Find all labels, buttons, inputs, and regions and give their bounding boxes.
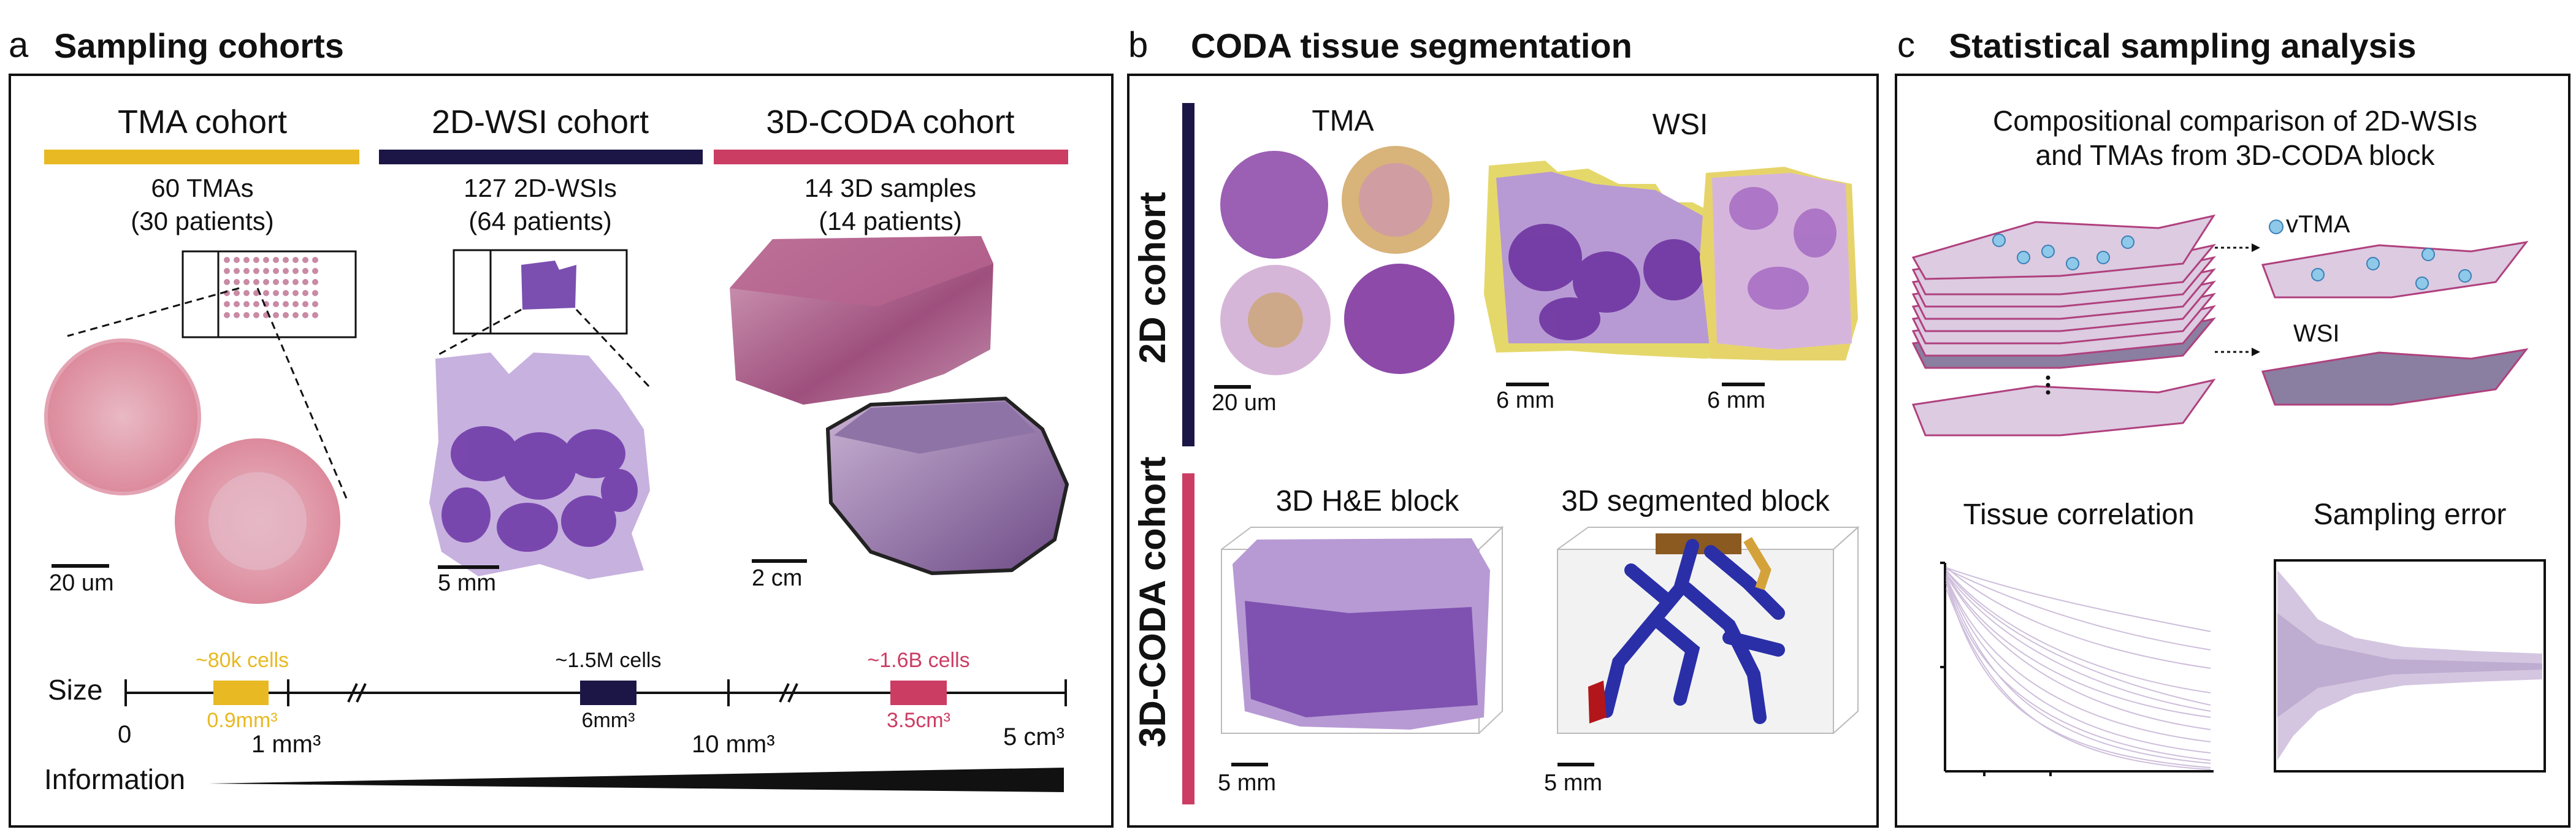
panel-b-illustrations xyxy=(1220,146,1860,734)
c-slice-stack xyxy=(1911,214,2216,369)
coda-cohort-title: 3D-CODA cohort xyxy=(766,104,1015,140)
b-tma-core-1 xyxy=(1220,151,1328,259)
size-axis-label: Size xyxy=(48,674,103,706)
wsi-scale-bar xyxy=(438,565,499,569)
b-seg-block xyxy=(1557,525,1860,734)
b-he-scale-bar xyxy=(1231,763,1268,766)
panel-c-letter: c xyxy=(1897,25,1915,65)
b-tma-core-4 xyxy=(1344,264,1454,374)
b-wsi2-scale-label: 6 mm xyxy=(1707,387,1765,413)
tma-size-marker xyxy=(213,681,269,705)
c-heading-line-1: Compositional comparison of 2D-WSIs xyxy=(1993,105,2477,137)
wsi-volume-label: 6mm³ xyxy=(581,709,635,732)
coda-cells-label: ~1.6B cells xyxy=(867,649,970,672)
b-seg-label: 3D segmented block xyxy=(1561,485,1830,517)
tma-core-1 xyxy=(46,340,199,494)
c-bottom-slice xyxy=(1911,378,2216,437)
wsi-cohort-patients: (64 patients) xyxy=(468,207,612,235)
wsi-cohort-count: 127 2D-WSIs xyxy=(464,174,617,202)
size-tick-1mm: 1 mm³ xyxy=(251,731,321,758)
b-tma-label: TMA xyxy=(1312,105,1374,137)
tma-cohort-count: 60 TMAs xyxy=(151,174,254,202)
c-vtma-legend-dot xyxy=(2269,219,2284,234)
tma-cohort-patients: (30 patients) xyxy=(131,207,274,235)
b-he-block xyxy=(1221,525,1504,734)
tma-cells-label: ~80k cells xyxy=(195,649,289,672)
b-he-label: 3D H&E block xyxy=(1275,485,1459,517)
panel-c-frame xyxy=(1895,74,2570,828)
coda-cohort-count: 14 3D samples xyxy=(804,174,977,202)
panel-b-title: CODA tissue segmentation xyxy=(1191,26,1632,65)
size-axis xyxy=(124,679,1067,792)
c-correlation-plot xyxy=(1940,562,2214,776)
c-vtma-label: vTMA xyxy=(2286,211,2350,238)
wsi-cohort-bar xyxy=(379,150,703,164)
c-error-plot xyxy=(2274,559,2546,773)
panel-a-letter: a xyxy=(9,25,29,65)
c-heading-line-2: and TMAs from 3D-CODA block xyxy=(2035,139,2435,171)
b-wsi-label: WSI xyxy=(1652,109,1708,141)
tma-cohort-bar xyxy=(44,150,359,164)
coda-cohort-bar xyxy=(714,150,1068,164)
b-wsi2-scale-bar xyxy=(1722,383,1765,386)
c-vtma-slice xyxy=(2261,240,2529,299)
b-tma-scale-bar xyxy=(1214,385,1251,389)
information-wedge xyxy=(208,768,1064,792)
coda-size-marker xyxy=(890,681,947,705)
size-tick-0: 0 xyxy=(118,721,132,748)
wsi-cells-label: ~1.5M cells xyxy=(555,649,662,672)
tma-cohort-title: TMA cohort xyxy=(117,104,288,140)
c-wsi-label: WSI xyxy=(2293,320,2340,347)
size-tick-10mm: 10 mm³ xyxy=(692,731,775,758)
wsi-cohort-title: 2D-WSI cohort xyxy=(431,104,649,140)
coda-cohort-patients: (14 patients) xyxy=(819,207,962,235)
coda-volume-label: 3.5cm³ xyxy=(887,709,950,732)
size-tick-5cm: 5 cm³ xyxy=(1003,723,1064,750)
c-wsi-slice xyxy=(2261,348,2529,406)
b-wsi1-scale-label: 6 mm xyxy=(1496,387,1554,413)
cohort-2d-bar xyxy=(1182,103,1194,446)
tma-volume-label: 0.9mm³ xyxy=(207,709,278,732)
coda-scale-label: 2 cm xyxy=(752,565,803,591)
cohort-3d-bar xyxy=(1182,473,1194,804)
b-he-scale-label: 5 mm xyxy=(1218,770,1276,796)
coda-scale-bar xyxy=(752,559,807,563)
panel-a-illustrations xyxy=(44,236,1069,604)
wsi-scale-label: 5 mm xyxy=(438,570,496,596)
c-correlation-label: Tissue correlation xyxy=(1963,498,2195,531)
panel-b-frame xyxy=(1127,74,1879,828)
tma-scale-label: 20 um xyxy=(49,570,114,596)
wsi-size-marker xyxy=(580,681,636,705)
panel-a-title: Sampling cohorts xyxy=(54,26,344,65)
b-wsi1-scale-bar xyxy=(1506,383,1549,386)
panel-b-letter: b xyxy=(1128,25,1148,65)
b-seg-scale-label: 5 mm xyxy=(1544,770,1602,796)
b-seg-scale-bar xyxy=(1557,763,1594,766)
panel-c-title: Statistical sampling analysis xyxy=(1949,26,2417,65)
b-tma-scale-label: 20 um xyxy=(1212,390,1277,416)
tma-scale-bar xyxy=(52,564,109,568)
c-error-label: Sampling error xyxy=(2313,498,2507,531)
panel-a-frame xyxy=(9,74,1114,828)
information-label: Information xyxy=(44,763,186,795)
